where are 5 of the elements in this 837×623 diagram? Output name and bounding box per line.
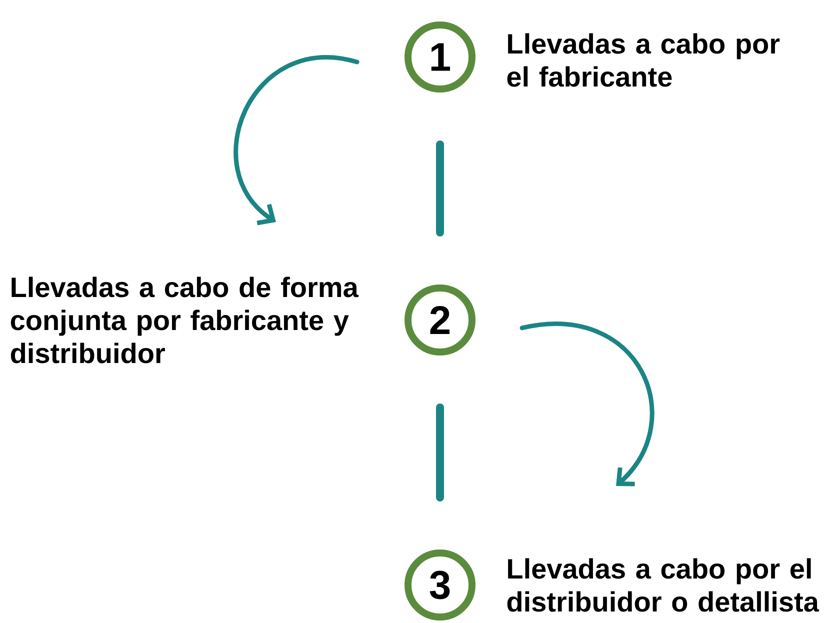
step-description: Llevadas a cabo por el distribuidor o detallista bbox=[507, 558, 820, 612]
connector-line bbox=[436, 140, 444, 236]
step-description: Llevadas a cabo por el fabricante bbox=[507, 33, 780, 87]
connector-line bbox=[436, 404, 444, 502]
step-description: Llevadas a cabo de forma conjunta por fabricante y distribuidor bbox=[10, 276, 359, 364]
